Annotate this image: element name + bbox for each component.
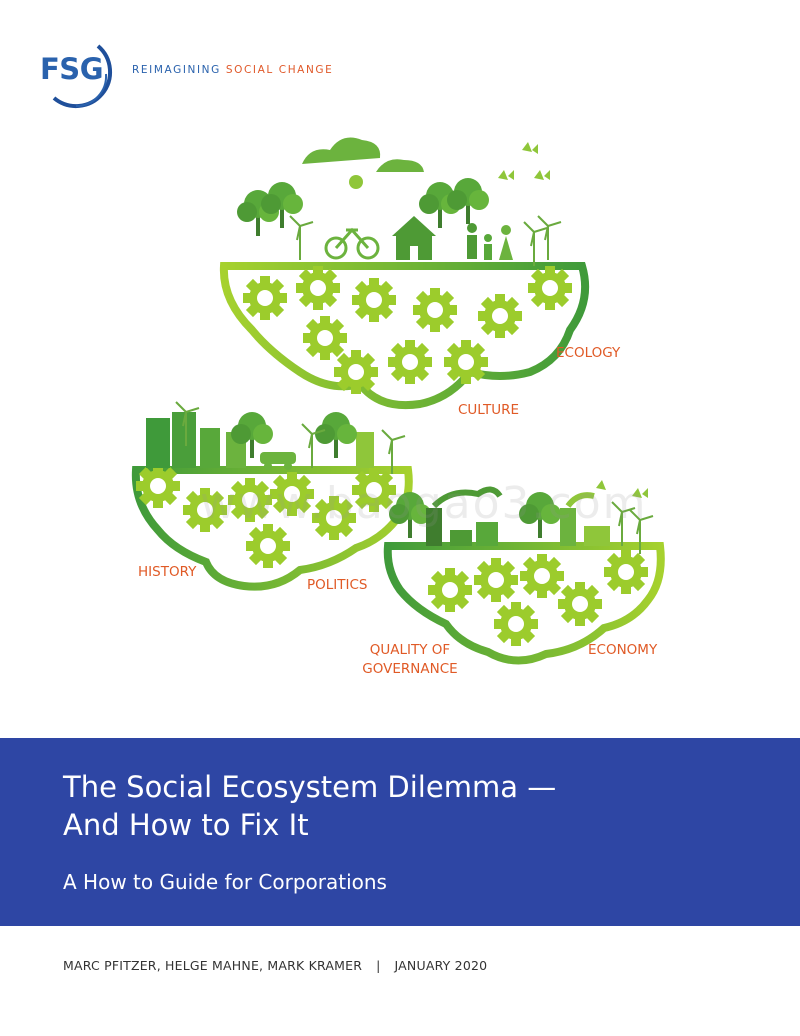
label-quality-of-governance: QUALITY OF GOVERNANCE xyxy=(358,641,462,679)
gear-islands-illustration xyxy=(131,137,665,665)
label-culture: CULTURE xyxy=(458,402,520,418)
label-politics: POLITICS xyxy=(307,577,368,593)
fsg-logo xyxy=(52,44,113,109)
label-governance-line2: GOVERNANCE xyxy=(362,661,458,677)
island-economy xyxy=(383,542,665,665)
title-line1: The Social Ecosystem Dilemma — xyxy=(63,770,557,804)
watermark: www.baogao3.com xyxy=(200,478,648,529)
label-history: HISTORY xyxy=(138,564,197,580)
cover-title: The Social Ecosystem Dilemma — And How t… xyxy=(63,768,743,844)
title-band: The Social Ecosystem Dilemma — And How t… xyxy=(0,738,800,926)
cover-subtitle: A How to Guide for Corporations xyxy=(63,870,387,894)
logo-text: FSG xyxy=(40,52,104,86)
top-scene xyxy=(237,137,562,267)
tagline: REIMAGINING SOCIAL CHANGE xyxy=(132,64,333,76)
publication-date: JANUARY 2020 xyxy=(394,958,488,973)
left-scene xyxy=(146,401,406,475)
byline-separator: | xyxy=(376,958,381,973)
label-ecology: ECOLOGY xyxy=(556,345,621,361)
tagline-part2: SOCIAL CHANGE xyxy=(225,64,334,76)
authors: MARC PFITZER, HELGE MAHNE, MARK KRAMER xyxy=(63,958,363,973)
right-scene xyxy=(389,480,654,555)
label-governance-line1: QUALITY OF xyxy=(369,642,451,658)
title-line2: And How to Fix It xyxy=(63,808,309,842)
byline: MARC PFITZER, HELGE MAHNE, MARK KRAMER | J… xyxy=(63,958,487,973)
label-economy: ECONOMY xyxy=(588,642,658,658)
tagline-part1: REIMAGINING xyxy=(132,64,221,76)
